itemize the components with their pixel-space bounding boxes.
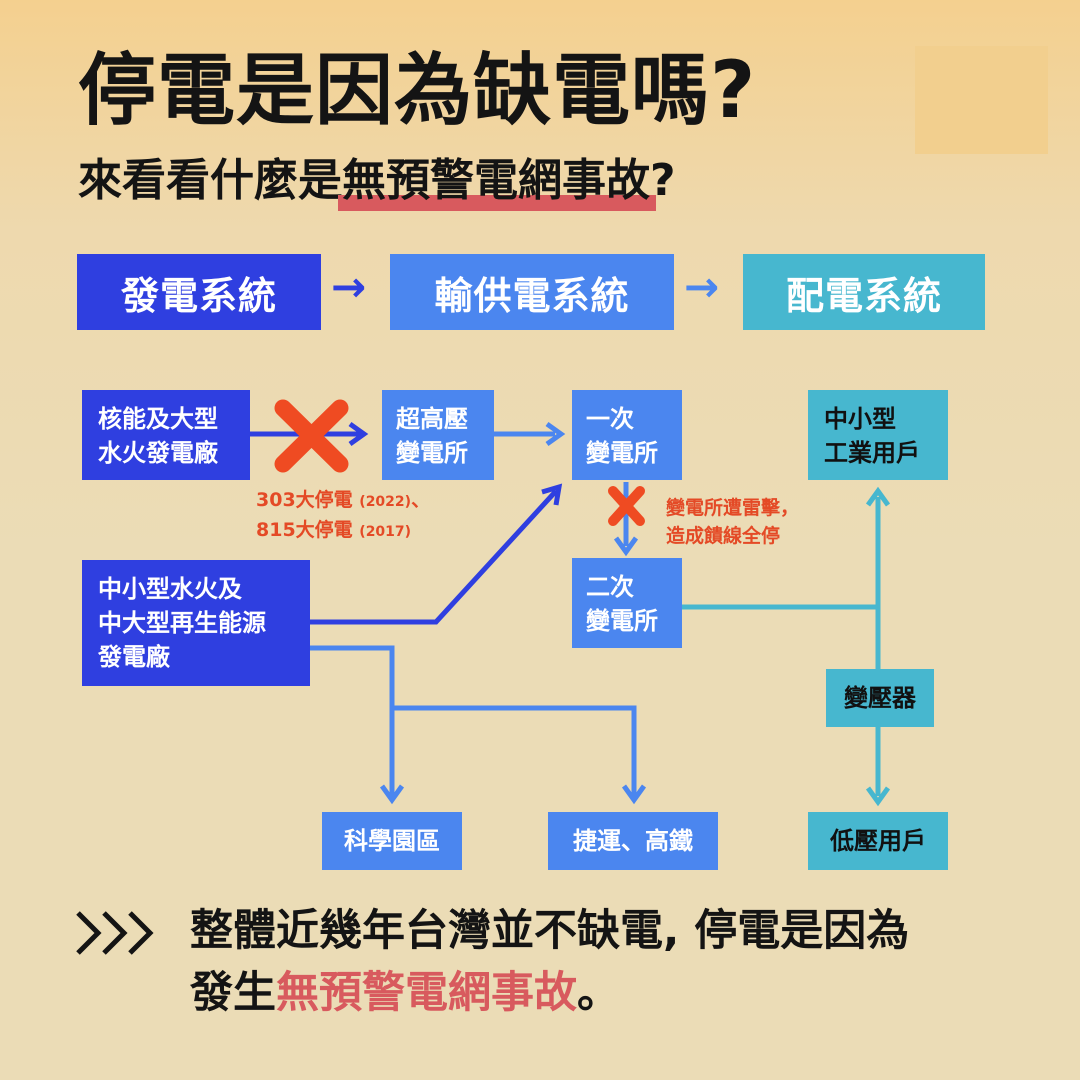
node-secondary-substation: 二次 變電所 [572,558,682,648]
node-transformer: 變壓器 [826,669,934,727]
node-small-gen-renewables: 中小型水火及 中大型再生能源 發電廠 [82,560,310,686]
node-low-voltage-users: 低壓用戶 [808,812,948,870]
conclusion-line-2: 發生無預警電網事故。 [190,968,620,1018]
arrow-smallgen-to-primary [310,483,563,625]
conclusion-line-1: 整體近幾年台灣並不缺電, 停電是因為 [190,906,910,956]
triple-chevron-icon [76,911,154,955]
system-generation: 發電系統 [77,254,321,330]
node-small-industrial-users: 中小型 工業用戶 [808,390,948,480]
system-transmission: 輸供電系統 [390,254,674,330]
x-mark-icon [608,486,645,526]
node-ehv-substation: 超高壓 變電所 [382,390,494,480]
subtitle-highlight: 無預警電網事故 [338,155,656,212]
x-mark-icon [274,399,349,473]
arrow-secondary-to-distribution [682,486,891,807]
subtitle-prefix: 來看看什麼是 [78,155,342,206]
node-science-park: 科學園區 [322,812,462,870]
node-nuclear-large-plants: 核能及大型 水火發電廠 [82,390,250,480]
note-lightning-strike: 變電所遭雷擊， 造成饋線全停 [666,497,800,547]
system-distribution: 配電系統 [743,254,985,330]
arrow-smallgen-to-loads [310,645,647,805]
node-primary-substation: 一次 變電所 [572,390,682,480]
arrow-right-icon: → [331,262,367,311]
conclusion-highlight: 無預警電網事故 [276,968,577,1018]
arrow-ehv-to-primary [493,421,566,447]
page-subtitle: 來看看什麼是無預警電網事故? [78,155,676,212]
conclusion-text: 整體近幾年台灣並不缺電, 停電是因為 發生無預警電網事故。 [190,900,1020,1024]
note-major-blackouts: 303大停電 (2022)、 815大停電 (2017) [256,489,431,541]
decorative-corner-block [915,46,1048,154]
arrow-right-icon: → [684,262,720,311]
page-title: 停電是因為缺電嗎? [78,46,757,136]
node-mrt-hsr: 捷運、高鐵 [548,812,718,870]
